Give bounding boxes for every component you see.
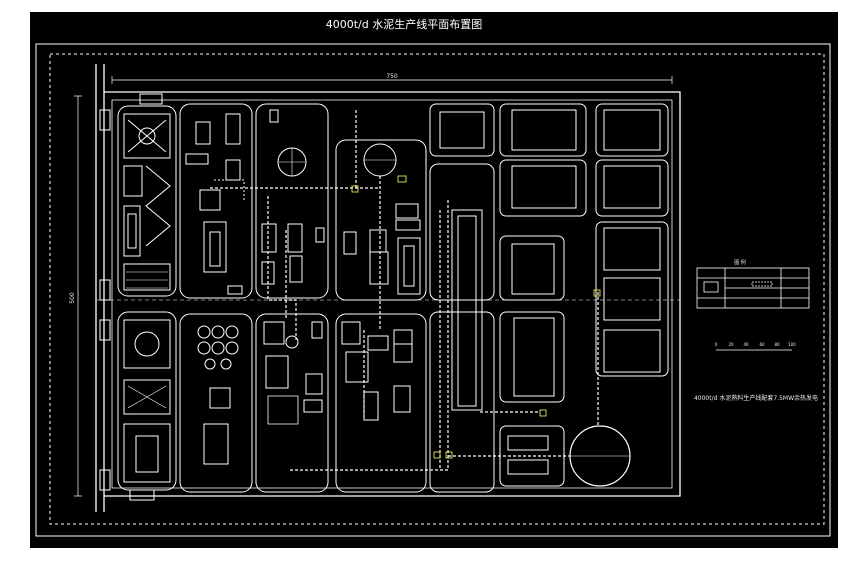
block-limestone-storage xyxy=(117,311,177,491)
legend-table xyxy=(696,267,810,309)
block-preheater-kiln xyxy=(335,139,427,301)
block-clinker-silo-area xyxy=(429,103,495,493)
dimension-left: 500 xyxy=(69,95,82,497)
conveyor-lines xyxy=(210,110,599,471)
scale-tick-0: 0 xyxy=(715,342,718,347)
svg-text:750: 750 xyxy=(386,73,398,80)
site-boundary xyxy=(95,64,681,512)
dimension-top: 750 xyxy=(111,73,673,84)
block-packing-dispatch xyxy=(595,103,669,377)
scale-tick-4: 80 xyxy=(774,342,780,347)
scale-tick-3: 60 xyxy=(759,342,765,347)
block-raw-material-prep xyxy=(179,103,253,299)
drawing-title: 4000t/d 水泥生产线平面布置图 xyxy=(326,17,483,31)
block-quarry-crusher xyxy=(117,105,177,297)
block-coal-mill xyxy=(255,313,329,493)
block-raw-mill-storage xyxy=(179,313,253,493)
scale-tick-1: 20 xyxy=(728,342,734,347)
scale-tick-5: 100 xyxy=(788,342,796,347)
svg-text:500: 500 xyxy=(69,292,76,304)
block-clinker-cooler xyxy=(335,313,427,493)
drawing-frame xyxy=(35,43,831,537)
gates xyxy=(99,93,163,501)
equipment-tags xyxy=(351,175,601,459)
drawing-caption: 4000t/d 水泥熟料生产线配套7.5MW余热发电 xyxy=(694,394,818,402)
scale-tick-2: 40 xyxy=(743,342,749,347)
legend-label: 图 例 xyxy=(734,259,746,266)
scale-bar: 0 20 40 60 80 100 xyxy=(715,342,796,351)
